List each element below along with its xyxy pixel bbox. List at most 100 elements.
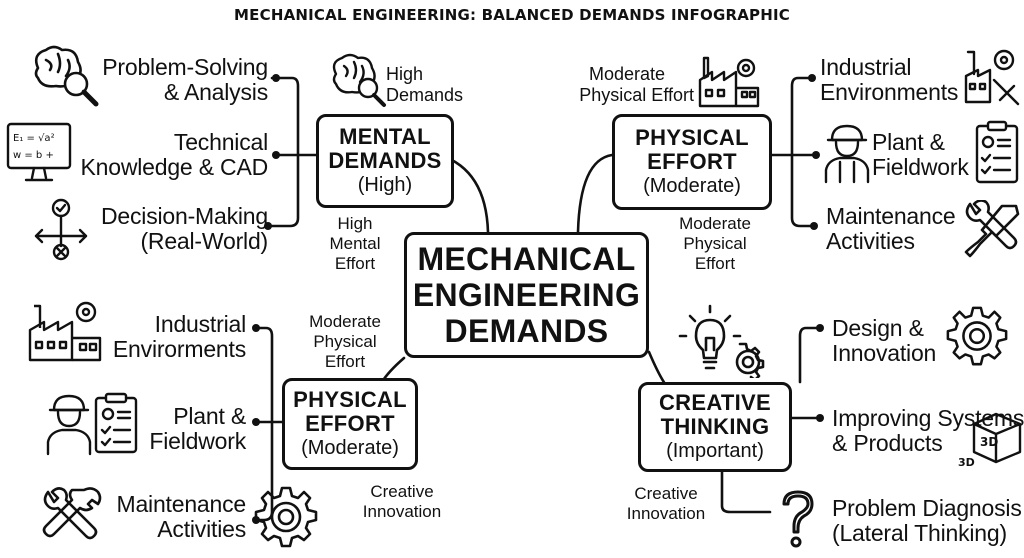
physical-bottom-item-3-line-1: Maintenance (116, 491, 247, 517)
wrench-screwdriver-icon (962, 200, 1022, 260)
physical-effort-box-top: PHYSICAL EFFORT (Moderate) (612, 114, 772, 210)
wrench-screwdriver-icon (40, 486, 104, 548)
3d-cube-icon: 3D 3D (956, 404, 1022, 468)
creative-box-line-2: THINKING (660, 414, 770, 439)
center-line-2: ENGINEERING (412, 277, 641, 313)
creative-item-improving: Improving Systems & Products (832, 406, 1024, 456)
lightbulb-gear-icon (676, 302, 772, 378)
mental-tag-top: High Demands (386, 64, 463, 106)
creative-item-diagnosis: Problem Diagnosis (Lateral Thinking) (832, 496, 1022, 546)
physical-top-tag-side-1: Moderate (679, 214, 751, 233)
gear-icon (944, 304, 1010, 370)
physical-top-item-2-line-1: Plant & (872, 129, 945, 155)
physical-bottom-item-industrial: Industrial Envirorments (60, 312, 246, 362)
creative-tag-side-2: Innovation (626, 504, 706, 523)
physical-top-box-line-2: EFFORT (647, 149, 737, 174)
worker-helmet-icon (822, 122, 872, 184)
center-box: MECHANICAL ENGINEERING DEMANDS (404, 232, 649, 358)
physical-bottom-item-3-line-2: Activities (157, 516, 246, 542)
physical-bottom-box-line-1: PHYSICAL (293, 387, 407, 412)
mental-demands-box: MENTAL DEMANDS (High) (316, 114, 454, 208)
creative-thinking-box: CREATIVE THINKING (Important) (638, 382, 792, 472)
physical-top-tag-side: Moderate Physical Effort (666, 214, 764, 274)
physical-top-tag-side-3: Effort (694, 254, 736, 273)
brain-magnifier-icon (28, 44, 100, 108)
physical-bottom-item-2-line-1: Plant & (173, 403, 246, 429)
clipboard-icon (974, 120, 1020, 186)
creative-box-line-1: CREATIVE (658, 390, 771, 415)
mental-item-2-line-1: Technical (173, 129, 268, 155)
gear-icon (252, 484, 320, 552)
mental-item-problem-solving: Problem-Solving & Analysis (60, 55, 268, 105)
physical-top-tag-top-2: Physical Effort (579, 85, 694, 105)
physical-top-item-industrial: Industrial Environments (820, 55, 958, 105)
physical-top-item-maintenance: Maintenance Activities (826, 204, 956, 254)
physical-bottom-box-line-3: (Moderate) (301, 437, 399, 459)
physical-top-item-2-line-2: Fieldwork (872, 154, 969, 180)
physical-top-tag-side-2: Physical (683, 234, 747, 253)
factory-icon (28, 298, 104, 362)
mental-item-technical-knowledge: Technical Knowledge & CAD (60, 129, 269, 180)
center-line-3: DEMANDS (444, 313, 609, 349)
mental-tag-side-3: Effort (334, 254, 376, 273)
physical-bottom-tag-side-2: Innovation (362, 502, 442, 521)
physical-top-item-plant: Plant & Fieldwork (872, 130, 969, 180)
mental-item-decision-making: Decision-Making (Real-World) (60, 204, 268, 254)
decision-arrows-icon (30, 196, 92, 262)
mental-tag-top-2: Demands (386, 85, 464, 105)
physical-bottom-item-2-line-2: Fieldwork (149, 428, 246, 454)
creative-item-2-line-1: Improving Systems (832, 405, 1024, 431)
physical-bottom-tag-top-2: Physical (313, 332, 377, 351)
creative-item-1-line-2: Innovation (832, 340, 937, 366)
mental-tag-top-1: High (386, 64, 424, 84)
physical-top-item-3-line-1: Maintenance (826, 203, 956, 229)
cube-3d-badge: 3D (958, 456, 975, 468)
factory-wrench-icon (964, 46, 1022, 108)
center-line-1: MECHANICAL (417, 241, 636, 277)
physical-top-box-line-3: (Moderate) (643, 175, 741, 197)
factory-icon (698, 52, 760, 108)
creative-item-3-line-2: (Lateral Thinking) (832, 520, 1007, 546)
physical-top-item-1-line-2: Environments (820, 79, 959, 105)
question-mark-icon (776, 488, 820, 550)
creative-item-design: Design & Innovation (832, 316, 936, 366)
mental-tag-side-2: Mental (329, 234, 381, 253)
cube-3d-label: 3D (980, 435, 998, 449)
mental-item-1-line-2: & Analysis (163, 79, 268, 105)
physical-top-box-line-1: PHYSICAL (635, 125, 749, 150)
mental-item-1-line-1: Problem-Solving (102, 54, 268, 80)
physical-bottom-item-maintenance: Maintenance Activities (100, 491, 247, 542)
physical-bottom-item-1-line-2: Envirorments (112, 336, 246, 362)
worker-clipboard-icon (44, 390, 140, 456)
physical-bottom-tag-side: Creative Innovation (356, 482, 448, 522)
physical-bottom-tag-top-3: Effort (324, 352, 366, 371)
creative-item-3-line-1: Problem Diagnosis (832, 495, 1022, 521)
mental-item-3-line-2: (Real-World) (140, 228, 268, 254)
physical-bottom-tag-top: Moderate Physical Effort (300, 312, 390, 372)
formula-line-2: w = b + (13, 150, 54, 161)
formula-line-1: E₁ = √a² (13, 133, 55, 144)
monitor-formula-icon: E₁ = √a² w = b + (6, 122, 72, 186)
creative-item-1-line-1: Design & (832, 315, 924, 341)
page-title: MECHANICAL ENGINEERING: BALANCED DEMANDS… (234, 6, 790, 24)
physical-top-item-3-line-2: Activities (826, 228, 915, 254)
mental-box-line-2: DEMANDS (328, 148, 442, 173)
mental-item-2-line-2: Knowledge & CAD (80, 154, 269, 180)
brain-magnifier-icon (326, 52, 390, 108)
mental-box-line-1: MENTAL (339, 124, 431, 149)
creative-tag-side: Creative Innovation (618, 484, 714, 524)
physical-top-tag-top: Moderate Physical Effort (560, 64, 694, 106)
creative-tag-side-1: Creative (634, 484, 698, 503)
physical-bottom-box-line-2: EFFORT (305, 411, 395, 436)
mental-box-line-3: (High) (357, 174, 413, 196)
mental-item-3-line-1: Decision-Making (100, 203, 268, 229)
physical-top-tag-top-1: Moderate (588, 64, 666, 84)
physical-effort-box-bottom: PHYSICAL EFFORT (Moderate) (282, 378, 418, 470)
physical-bottom-item-1-line-1: Industrial (154, 311, 247, 337)
physical-bottom-tag-top-1: Moderate (309, 312, 381, 331)
physical-top-item-1-line-1: Industrial (820, 54, 912, 80)
creative-box-line-3: (Important) (666, 440, 764, 462)
physical-bottom-tag-side-1: Creative (370, 482, 434, 501)
creative-item-2-line-2: & Products (832, 430, 943, 456)
